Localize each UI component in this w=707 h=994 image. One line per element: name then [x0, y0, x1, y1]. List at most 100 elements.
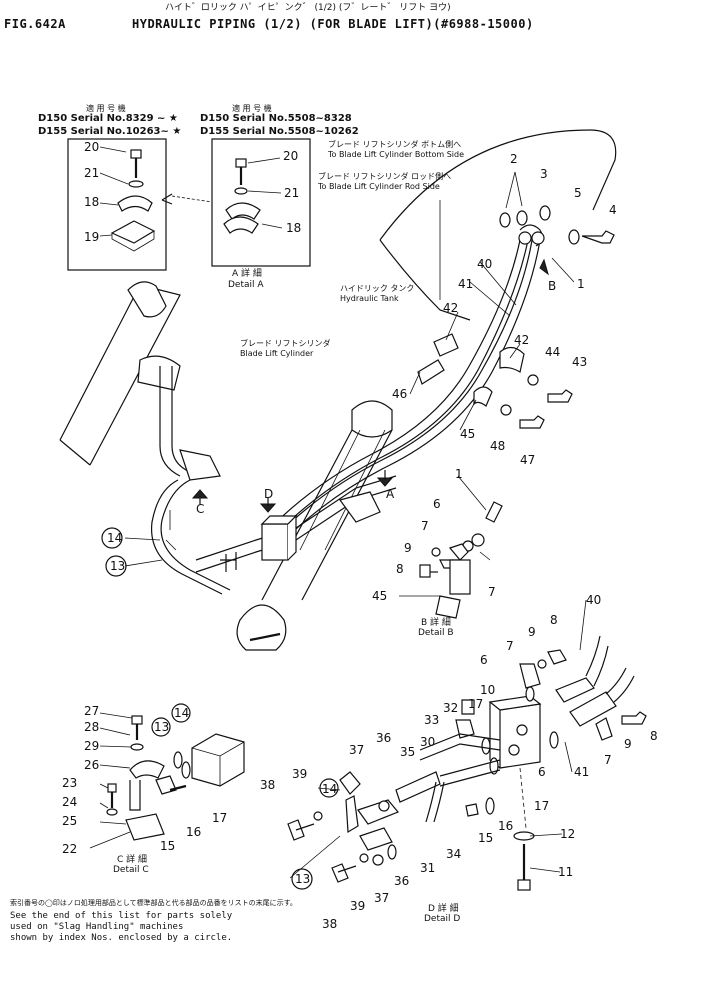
detail-d-en: Detail D	[424, 914, 461, 924]
footnote-jp: 索引番号の◯印はノロ処理用部品として標準部品と代る部品の品番をリストの末尾に示す…	[10, 899, 297, 907]
label-13-c: 13	[154, 720, 169, 734]
detail-c-jp: C 詳 細	[117, 855, 148, 865]
detail-box-a	[211, 138, 311, 267]
main-tubes	[267, 224, 545, 547]
detail-d-parts	[395, 635, 647, 891]
label-32: 32	[443, 701, 458, 715]
label-41-d: 41	[574, 765, 589, 779]
label-23: 23	[62, 776, 77, 790]
title-jp: ハイト゛ロリック ハ゜イヒ゜ンク゛ (1/2) (フ゛レート゛ リフト ヨウ)	[165, 3, 451, 13]
label-8-d1: 8	[550, 613, 558, 627]
label-9-b: 9	[404, 541, 412, 555]
label-25: 25	[62, 814, 77, 828]
label-45-top: 45	[460, 427, 475, 441]
figure-number: FIG.642A	[4, 17, 66, 31]
detail-d-left	[287, 771, 399, 883]
label-47: 47	[520, 453, 535, 467]
callout-rod-en: To Blade Lift Cylinder Rod Side	[318, 182, 440, 191]
detail-a-parts	[223, 157, 283, 234]
label-45-b: 45	[372, 589, 387, 603]
label-48: 48	[490, 439, 505, 453]
label-27: 27	[84, 704, 99, 718]
label-33: 33	[424, 713, 439, 727]
label-8-d2: 8	[650, 729, 658, 743]
hydraulic-tank	[379, 129, 617, 321]
label-1-b: 1	[455, 467, 463, 481]
detail-b-jp: B 詳 細	[421, 618, 451, 628]
label-38-bot: 38	[322, 917, 337, 931]
label-21-left: 21	[84, 166, 99, 180]
serial-right-2: D155 Serial No.5508~10262	[200, 126, 359, 137]
label-24: 24	[62, 795, 77, 809]
label-5: 5	[574, 186, 582, 200]
label-37-top: 37	[349, 743, 364, 757]
serial-left-2: D155 Serial No.10263~ ★	[38, 126, 182, 137]
label-46: 46	[392, 387, 407, 401]
label-17-c: 17	[212, 811, 227, 825]
detail-left-parts	[99, 146, 213, 252]
blade-lift-cylinder	[236, 400, 393, 651]
label-31: 31	[420, 861, 435, 875]
label-44: 44	[545, 345, 560, 359]
label-17-d2: 17	[534, 799, 549, 813]
label-38-top: 38	[260, 778, 275, 792]
label-9-d1: 9	[528, 625, 536, 639]
label-40-top: 40	[477, 257, 492, 271]
serial-right-1: D150 Serial No.5508~8328	[200, 113, 352, 124]
view-a-label: A	[386, 487, 395, 501]
detail-b-en: Detail B	[418, 628, 454, 638]
label-35: 35	[400, 745, 415, 759]
label-15-c: 15	[160, 839, 175, 853]
label-13-main: 13	[110, 559, 125, 573]
label-42-b: 42	[514, 333, 529, 347]
label-10: 10	[480, 683, 495, 697]
label-8-b: 8	[396, 562, 404, 576]
label-21-a: 21	[284, 186, 299, 200]
label-14-d: 14	[322, 782, 337, 796]
label-15-d: 15	[478, 831, 493, 845]
label-29: 29	[84, 739, 99, 753]
label-6-d2: 6	[538, 765, 546, 779]
serial-left-1: D150 Serial No.8329 ~ ★	[38, 113, 178, 124]
label-4: 4	[609, 203, 617, 217]
page-title: HYDRAULIC PIPING (1/2) (FOR BLADE LIFT)(…	[132, 17, 534, 31]
label-43: 43	[572, 355, 587, 369]
detail-box-left	[67, 138, 167, 271]
label-20-a: 20	[283, 149, 298, 163]
label-16-d: 16	[498, 819, 513, 833]
label-22: 22	[62, 842, 77, 856]
frame-left	[59, 281, 221, 481]
callout-tank-jp: ハイドリック タンク	[340, 284, 415, 293]
label-7-b2: 7	[488, 585, 496, 599]
label-12: 12	[560, 827, 575, 841]
label-36-bot: 36	[394, 874, 409, 888]
view-b-label: B	[548, 279, 556, 293]
label-9-d2: 9	[624, 737, 632, 751]
detail-b-parts	[419, 501, 503, 619]
label-20-left: 20	[84, 140, 99, 154]
view-c-label: C	[196, 502, 204, 516]
label-2: 2	[510, 152, 518, 166]
label-11: 11	[558, 865, 573, 879]
label-42-a: 42	[443, 301, 458, 315]
callout-cyl-en: Blade Lift Cylinder	[240, 349, 314, 358]
label-16-c: 16	[186, 825, 201, 839]
label-28: 28	[84, 720, 99, 734]
label-6-b: 6	[433, 497, 441, 511]
view-arrows	[191, 258, 549, 513]
callout-rod-jp: ブレード リフトシリンダ ロッド側へ	[318, 172, 452, 181]
leader-lines	[124, 257, 587, 879]
label-40-d: 40	[586, 593, 601, 607]
label-39-top: 39	[292, 767, 307, 781]
hose-run	[150, 475, 397, 595]
clamps-42	[417, 333, 573, 429]
label-19-left: 19	[84, 230, 99, 244]
circled-numbers	[101, 527, 339, 890]
callout-cyl-jp: ブレード リフトシリンダ	[240, 339, 331, 348]
label-7-d2: 7	[604, 753, 612, 767]
detail-a-jp: A 詳 細	[232, 269, 262, 279]
label-3: 3	[540, 167, 548, 181]
label-7-d1: 7	[506, 639, 514, 653]
view-d-label: D	[264, 487, 273, 501]
